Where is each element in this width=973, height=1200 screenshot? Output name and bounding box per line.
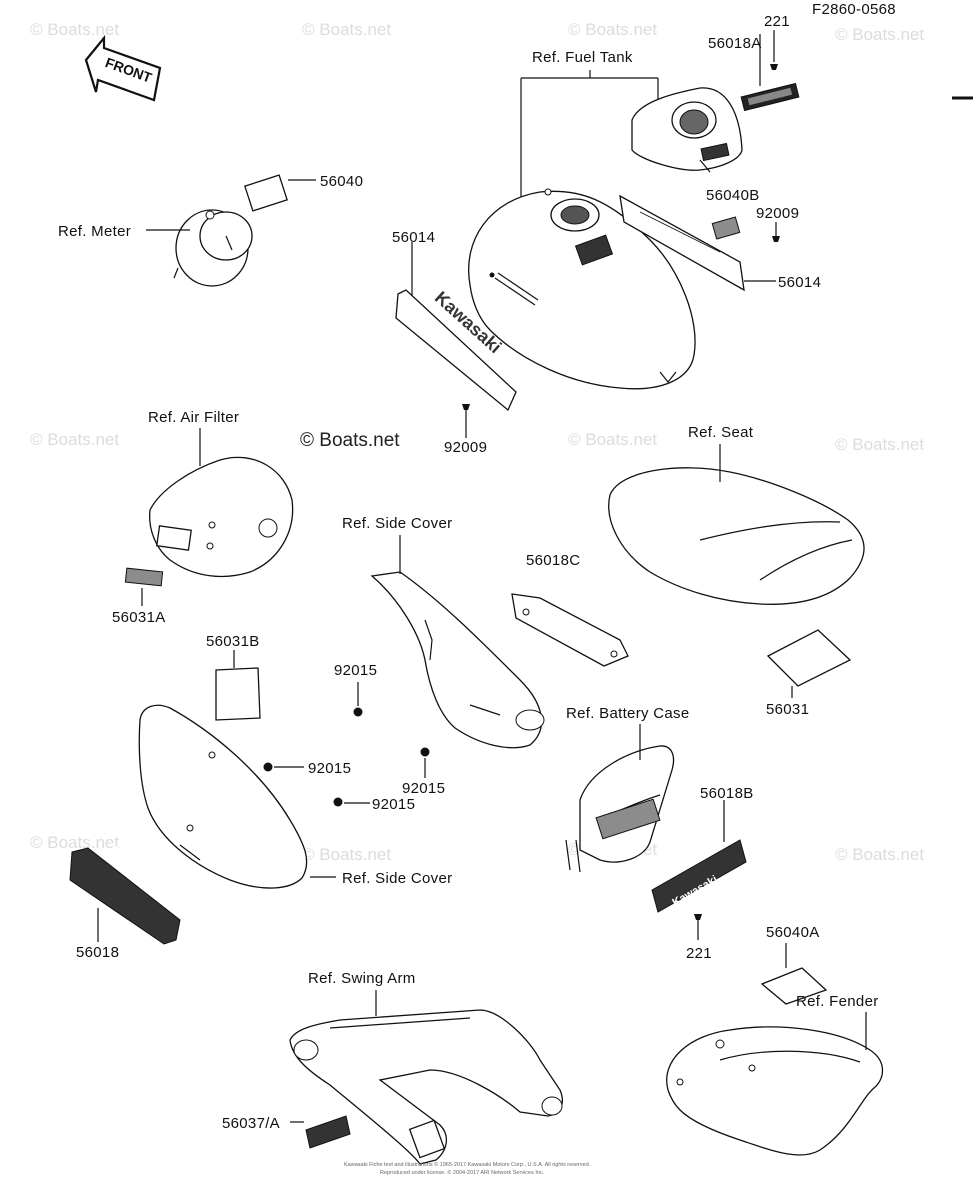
figure-code: F2860-0568 [812, 1, 896, 18]
label-piece-56031a [124, 567, 164, 587]
watermark: © Boats.net [835, 435, 924, 454]
watermark: © Boats.net [568, 20, 657, 39]
label-92009-right: 92009 [756, 205, 799, 222]
emblem-56018: ZX1000 [69, 838, 181, 945]
washer-92015 [420, 747, 430, 757]
watermark: © Boats.net [30, 430, 119, 449]
label-56031b: 56031B [206, 633, 260, 650]
swing-arm-part [289, 1009, 563, 1165]
label-piece-56031 [766, 629, 852, 687]
label-92015-c: 92015 [402, 780, 445, 797]
label-ref-seat: Ref. Seat [688, 424, 754, 441]
air-filter-part [149, 456, 294, 578]
label-56018c: 56018C [526, 552, 580, 569]
fuel-tank-part [468, 188, 696, 390]
label-ref-meter: Ref. Meter [58, 223, 131, 240]
label-92015-a: 92015 [334, 662, 377, 679]
tank-cover-part [631, 87, 743, 171]
fender-part [666, 1026, 884, 1156]
strip-56014-right [619, 194, 745, 292]
label-56031a: 56031A [112, 609, 166, 626]
label-92009-mid: 92009 [444, 439, 487, 456]
label-56040: 56040 [320, 173, 363, 190]
label-92015-d: 92015 [372, 796, 415, 813]
washer-92015 [263, 762, 273, 772]
label-ref-side-cover-2: Ref. Side Cover [342, 870, 452, 887]
label-56014-left: 56014 [392, 229, 435, 246]
label-56040a: 56040A [766, 924, 820, 941]
center-watermark: © Boats.net [300, 430, 400, 451]
label-56040b: 56040B [706, 187, 760, 204]
label-56037a: 56037/A [222, 1115, 280, 1132]
label-piece-56040a [760, 967, 828, 1005]
emblem-56018b: Kawasaki [651, 839, 747, 913]
label-56018a: 56018A [708, 35, 762, 52]
watermark: © Boats.net [302, 845, 391, 864]
label-221-bottom: 221 [686, 945, 712, 962]
label-ref-air-filter: Ref. Air Filter [148, 409, 239, 426]
label-piece-56040 [244, 174, 288, 212]
watermark: © Boats.net [30, 833, 119, 852]
label-piece-56037a [305, 1115, 351, 1149]
label-221-top: 221 [764, 13, 790, 30]
copyright-line-2: Reproduced under license. © 2004-2017 AR… [380, 1169, 545, 1176]
washer-92015 [333, 797, 343, 807]
label-56018b: 56018B [700, 785, 754, 802]
label-piece-56031b [215, 667, 261, 721]
side-cover-center-part [370, 571, 545, 749]
emblem-56018a [740, 82, 800, 112]
label-ref-side-cover: Ref. Side Cover [342, 515, 452, 532]
watermark: © Boats.net [568, 430, 657, 449]
label-ref-swing-arm: Ref. Swing Arm [308, 970, 416, 987]
copyright-line-1: Kawasaki Fiche text and illustrations © … [344, 1161, 591, 1168]
washer-92015 [353, 707, 363, 717]
label-92015-b: 92015 [308, 760, 351, 777]
label-56018: 56018 [76, 944, 119, 961]
label-56031: 56031 [766, 701, 809, 718]
label-ref-battery-case: Ref. Battery Case [566, 705, 689, 722]
emblem-56018c [511, 593, 629, 667]
label-ref-fuel-tank: Ref. Fuel Tank [532, 49, 633, 66]
watermark: © Boats.net [30, 20, 119, 39]
watermark: © Boats.net [835, 845, 924, 864]
label-ref-fender: Ref. Fender [796, 993, 879, 1010]
watermark: © Boats.net [302, 20, 391, 39]
watermark: © Boats.net [835, 25, 924, 44]
front-arrow-icon: FRONT [84, 34, 162, 102]
label-56014-right: 56014 [778, 274, 821, 291]
side-cover-left-part [138, 704, 308, 889]
battery-case-part [565, 745, 675, 873]
fuel-tank-bracket [520, 70, 659, 200]
seat-part [608, 467, 865, 605]
meter-part [173, 209, 253, 287]
label-piece-56040b [711, 216, 741, 240]
